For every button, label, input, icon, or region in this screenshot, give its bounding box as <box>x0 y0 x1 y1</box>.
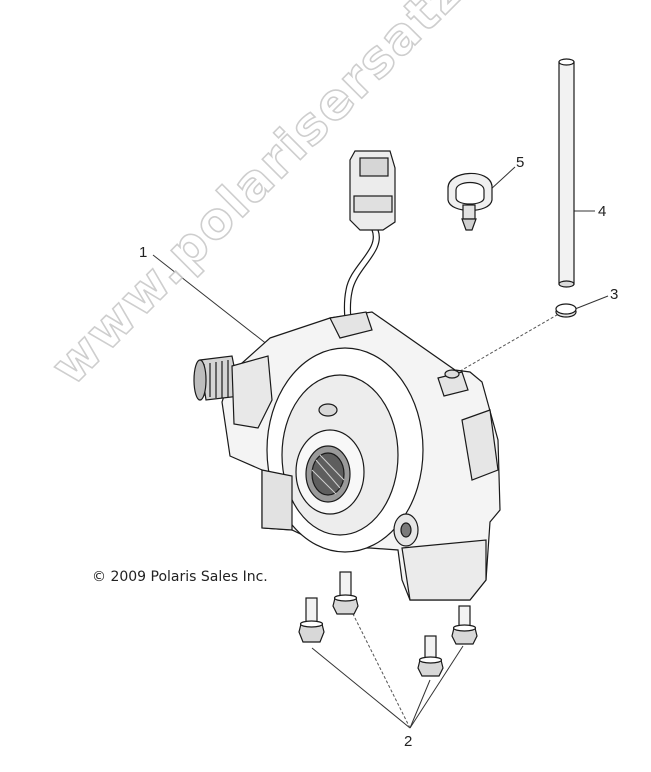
bolt-3 <box>417 635 444 677</box>
clamp-ring-part <box>555 303 577 318</box>
leader-2b <box>351 611 411 729</box>
leader-3 <box>574 295 609 310</box>
callout-2: 2 <box>404 733 413 750</box>
wiring-connector-part <box>343 150 396 323</box>
leader-lines <box>152 166 609 729</box>
bolt-4 <box>451 605 478 645</box>
leader-1 <box>152 254 269 346</box>
copyright-notice: © 2009 Polaris Sales Inc. <box>92 569 268 585</box>
leader-3-dashed <box>454 311 563 375</box>
tube-part <box>558 58 575 288</box>
leader-2c <box>409 679 431 729</box>
flange-bolts-part <box>298 571 478 677</box>
leader-2a <box>311 647 411 729</box>
gearcase-housing-part <box>193 311 501 601</box>
callout-4: 4 <box>598 203 607 220</box>
bolt-2 <box>332 571 359 615</box>
callout-1: 1 <box>139 244 148 261</box>
leader-5 <box>489 166 516 191</box>
hose-clip-part <box>447 172 493 231</box>
callout-5: 5 <box>516 154 525 171</box>
callout-3: 3 <box>610 286 619 303</box>
leader-2d <box>409 645 464 729</box>
bolt-1 <box>298 597 325 643</box>
